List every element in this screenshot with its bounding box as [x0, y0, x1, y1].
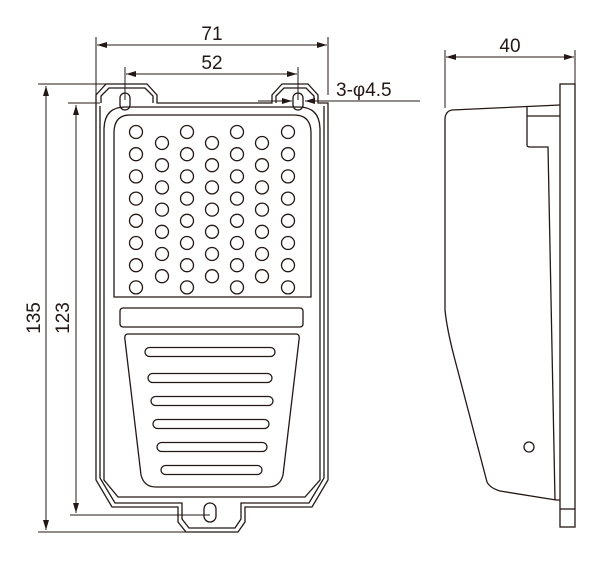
pedal-top	[103, 106, 321, 498]
vent-hole	[229, 235, 245, 251]
vent-hole	[204, 180, 220, 195]
vent-hole	[229, 191, 245, 206]
vent-hole	[128, 191, 144, 206]
vent-hole	[128, 235, 144, 251]
vent-hole	[229, 147, 245, 162]
vent-hole	[204, 224, 220, 239]
vent-hole	[280, 169, 296, 184]
vent-hole	[254, 269, 270, 284]
vent-hole	[280, 258, 296, 273]
vent-hole	[204, 269, 220, 284]
vent-hole	[128, 280, 144, 295]
vent-hole	[280, 213, 296, 228]
vent-hole	[229, 280, 245, 295]
mount-hole-bottom	[203, 502, 217, 523]
base-plate	[559, 83, 576, 528]
vent-hole	[179, 169, 195, 184]
vent-hole	[280, 280, 296, 295]
vent-hole	[280, 235, 296, 251]
dimension-lines: 71 52 3-φ4.5 40 135 123	[24, 24, 576, 533]
dim-holes: 3-φ4.5	[336, 80, 392, 101]
vent-hole	[179, 213, 195, 228]
vent-hole	[179, 147, 195, 162]
vent-hole	[154, 246, 170, 262]
vent-holes	[128, 124, 296, 295]
vent-hole	[154, 269, 170, 284]
side-step	[526, 106, 560, 501]
vent-hole	[229, 124, 245, 140]
grip-slot	[147, 372, 273, 384]
grip-slots	[144, 346, 276, 476]
front-view	[95, 83, 329, 533]
vent-hole	[128, 169, 144, 184]
divider-bar	[119, 307, 304, 328]
hole-panel	[113, 114, 312, 298]
dim-inner-height: 123	[53, 302, 74, 334]
vent-hole	[254, 246, 270, 262]
vent-hole	[254, 135, 270, 151]
vent-hole	[128, 258, 144, 273]
grip-slot	[150, 395, 274, 407]
vent-hole	[179, 280, 195, 295]
vent-hole	[204, 246, 220, 262]
grip-slot	[156, 441, 268, 453]
outer-outline	[95, 83, 329, 533]
pedal-plate	[124, 333, 300, 488]
dim-overall-height: 135	[24, 302, 45, 334]
vent-hole	[229, 258, 245, 273]
dim-depth: 40	[499, 36, 520, 57]
vent-hole	[179, 258, 195, 273]
vent-hole	[204, 158, 220, 173]
vent-hole	[280, 191, 296, 206]
vent-hole	[179, 235, 195, 251]
vent-hole	[254, 158, 270, 173]
vent-hole	[204, 135, 220, 151]
vent-hole	[154, 158, 170, 173]
grip-slot	[160, 464, 263, 476]
vent-hole	[204, 202, 220, 217]
vent-hole	[154, 135, 170, 151]
vent-hole	[128, 147, 144, 162]
vent-hole	[128, 124, 144, 140]
vent-hole	[254, 202, 270, 217]
vent-hole	[154, 180, 170, 195]
inner-outline	[99, 87, 325, 529]
vent-hole	[280, 147, 296, 162]
vent-hole	[254, 180, 270, 195]
pivot-hole	[523, 441, 535, 453]
vent-hole	[154, 224, 170, 239]
dim-hole-spacing: 52	[201, 53, 222, 74]
vent-hole	[179, 124, 195, 140]
vent-hole	[254, 224, 270, 239]
vent-hole	[154, 202, 170, 217]
vent-hole	[229, 213, 245, 228]
grip-slot	[144, 346, 276, 358]
vent-hole	[229, 169, 245, 184]
side-view	[444, 83, 576, 528]
vent-hole	[280, 124, 296, 140]
vent-hole	[128, 213, 144, 228]
dim-overall-width: 71	[201, 24, 222, 45]
grip-slot	[152, 418, 270, 430]
vent-hole	[179, 191, 195, 206]
side-body	[444, 104, 561, 501]
